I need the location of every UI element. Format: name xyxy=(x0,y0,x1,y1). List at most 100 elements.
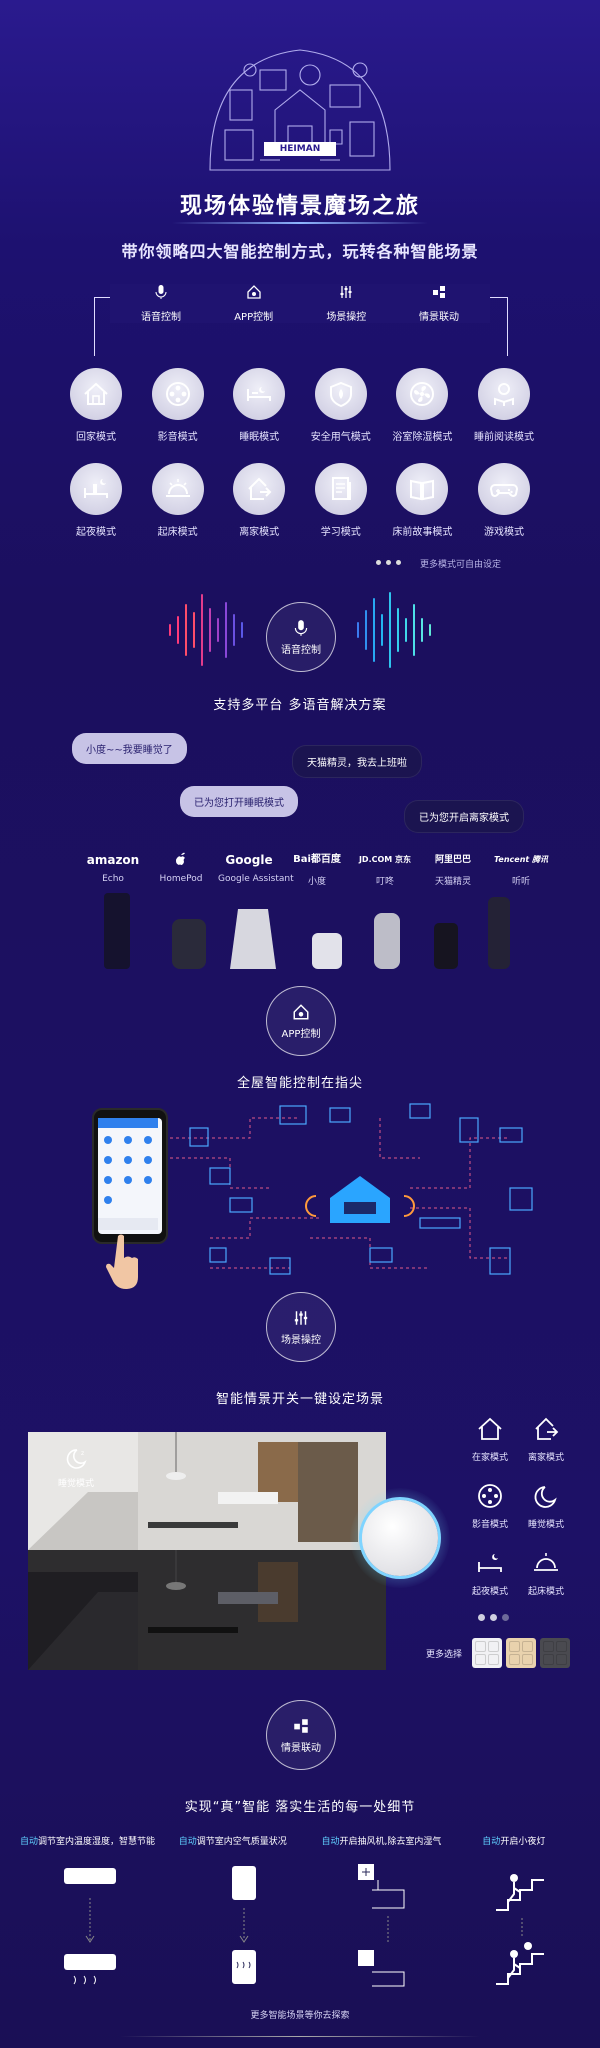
bathroom-fan-icon xyxy=(358,1864,405,1987)
brand-logo: HEIMAN xyxy=(264,142,336,156)
more-dots xyxy=(376,560,401,565)
scene-bathroom-dehumidify[interactable]: 浴室除湿模式 xyxy=(386,368,458,443)
switch-mode-home[interactable]: 在家模式 xyxy=(462,1414,518,1463)
brand-name: Google Assistant xyxy=(218,874,294,884)
badge-label: 场景操控 xyxy=(281,1334,321,1346)
air-purifier-icon xyxy=(232,1866,256,1984)
panel-color-gray[interactable] xyxy=(540,1638,570,1668)
control-mode-tabs: 语音控制 APP控制 场景操控 情景联动 xyxy=(110,284,490,323)
footer-text: 更多智能场景等你去探索 xyxy=(250,2011,350,2021)
scene-night[interactable]: 起夜模式 xyxy=(60,463,132,538)
linkage-item-nightlight: 自动开启小夜灯 xyxy=(458,1834,580,1847)
mode-label: 离家模式 xyxy=(527,1453,564,1463)
linkage-item-fan: 自动开启抽风机,除去室内湿气 xyxy=(316,1834,459,1847)
sound-wave-graphic xyxy=(169,592,431,668)
bed-icon xyxy=(247,387,272,401)
night-bed-icon xyxy=(84,479,108,498)
scene-switch-device[interactable] xyxy=(362,1500,438,1576)
sliders-icon xyxy=(340,286,352,298)
brand-name: 小度 xyxy=(307,877,326,887)
gamepad-icon xyxy=(489,484,518,497)
smart-home-network-diagram xyxy=(170,1103,533,1275)
more-choice-label: 更多选择 xyxy=(426,1650,463,1660)
scene-label: 起床模式 xyxy=(157,527,198,538)
mode-tab-label: APP控制 xyxy=(234,312,274,323)
scene-control-title: 智能情景开关一键设定场景 xyxy=(215,1392,384,1407)
scene-row-1: 回家模式 影音模式 睡眠模式 安全用气模式 浴室除湿模式 睡前阅读模式 xyxy=(60,368,540,443)
scene-label: 睡眠模式 xyxy=(239,432,280,443)
switch-mode-wakeup[interactable]: 起床模式 xyxy=(518,1548,574,1597)
mode-label: 睡觉模式 xyxy=(527,1520,564,1530)
brand-logo: Google xyxy=(225,853,273,867)
scene-label: 离家模式 xyxy=(239,527,280,538)
chat-bubble-reply-1: 已为您打开睡眠模式 xyxy=(180,786,298,817)
house-leave-icon xyxy=(535,1417,559,1440)
scene-gaming[interactable]: 游戏模式 xyxy=(468,463,540,538)
scene-label: 回家模式 xyxy=(76,432,116,443)
brand-logo: 阿里巴巴 xyxy=(434,855,471,865)
mode-tab-linkage[interactable]: 情景联动 xyxy=(394,284,484,323)
microphone-icon xyxy=(155,285,167,299)
linkage-item-climate: 自动调节室内温度湿度，智慧节能 xyxy=(20,1834,157,1847)
apple-logo-icon xyxy=(150,852,212,868)
fan-icon xyxy=(410,382,435,406)
pointing-hand-icon xyxy=(106,1234,138,1289)
photo-scene-label: z 睡觉模式 xyxy=(46,1446,106,1489)
linkage-text: 开启抽风机,除去室内湿气 xyxy=(339,1837,442,1847)
smart-speakers-illustration xyxy=(104,893,510,969)
switch-mode-movie[interactable]: 影音模式 xyxy=(462,1481,518,1530)
house-icon xyxy=(478,1417,502,1440)
scene-study[interactable]: 学习模式 xyxy=(305,463,377,538)
linkage-items: 自动调节室内温度湿度，智慧节能 自动调节室内空气质量状况 自动开启抽风机,除去室… xyxy=(20,1834,580,1847)
notebook-icon xyxy=(331,477,351,500)
pager-dot[interactable] xyxy=(490,1614,497,1621)
photo-scene-text: 睡觉模式 xyxy=(57,1479,94,1489)
scene-home[interactable]: 回家模式 xyxy=(60,368,132,443)
panel-color-gold[interactable] xyxy=(506,1638,536,1668)
scene-bedtime-reading[interactable]: 睡前阅读模式 xyxy=(468,368,540,443)
badge-label: 情景联动 xyxy=(281,1742,321,1754)
scene-movie[interactable]: 影音模式 xyxy=(142,368,214,443)
home-app-icon xyxy=(247,285,261,299)
mode-tab-app[interactable]: APP控制 xyxy=(209,284,299,323)
linkage-item-air: 自动调节室内空气质量状况 xyxy=(157,1834,316,1847)
scene-bedtime-story[interactable]: 床前故事模式 xyxy=(386,463,458,538)
scene-label: 游戏模式 xyxy=(483,527,524,538)
scene-row-2: 起夜模式 起床模式 离家模式 学习模式 床前故事模式 游戏模式 xyxy=(60,463,540,538)
house-icon xyxy=(84,382,108,405)
linkage-icon xyxy=(432,286,445,298)
switch-mode-leave[interactable]: 离家模式 xyxy=(518,1414,574,1463)
brand-name: HomePod xyxy=(159,874,203,884)
brand-logo: amazon xyxy=(86,853,140,867)
mode-label: 起床模式 xyxy=(527,1587,564,1597)
microphone-icon xyxy=(294,619,308,636)
brand-baidu: Bai都百度小度 xyxy=(286,852,348,887)
panel-color-options xyxy=(472,1638,570,1668)
phone-screen xyxy=(98,1118,162,1234)
pager-dot[interactable] xyxy=(502,1614,509,1621)
switch-mode-night[interactable]: 起夜模式 xyxy=(462,1548,518,1597)
scene-wakeup[interactable]: 起床模式 xyxy=(142,463,214,538)
scene-sleep[interactable]: 睡眠模式 xyxy=(223,368,295,443)
panel-color-white[interactable] xyxy=(472,1638,502,1668)
mode-tab-label: 语音控制 xyxy=(141,312,181,323)
mode-tab-scene[interactable]: 场景操控 xyxy=(301,284,391,323)
scene-gas-safety[interactable]: 安全用气模式 xyxy=(305,368,377,443)
switch-mode-sleep[interactable]: 睡觉模式 xyxy=(518,1481,574,1530)
brand-name: Echo xyxy=(102,874,124,884)
highlight-text: 自动 xyxy=(321,1837,340,1847)
mode-tab-voice[interactable]: 语音控制 xyxy=(116,284,206,323)
title-divider xyxy=(172,222,428,224)
film-reel-icon xyxy=(165,382,190,406)
scene-label: 影音模式 xyxy=(157,432,198,443)
brand-logo: JD.COM 京东 xyxy=(358,855,412,864)
shield-icon xyxy=(329,381,352,408)
voice-section-title: 支持多平台 多语音解决方案 xyxy=(213,698,387,713)
page-subtitle: 带你领略四大智能控制方式，玩转各种智能场景 xyxy=(121,242,479,261)
scene-leave-home[interactable]: 离家模式 xyxy=(223,463,295,538)
brand-logo: Bai都百度 xyxy=(293,854,341,865)
pager-dot[interactable] xyxy=(478,1614,485,1621)
mode-label: 起夜模式 xyxy=(471,1587,508,1597)
